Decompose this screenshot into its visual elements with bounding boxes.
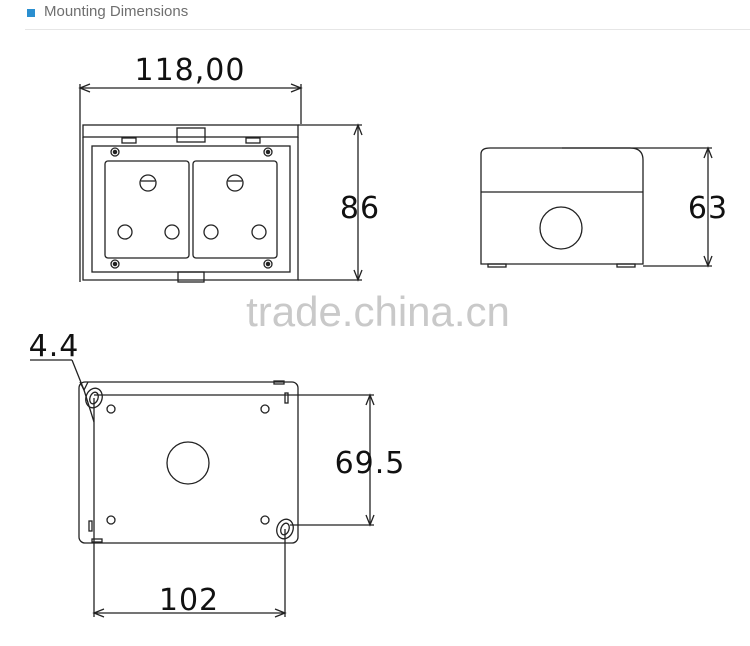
front-view: [78, 83, 363, 283]
hspace-arrow-right-icon: [274, 608, 287, 618]
hinge-right: [245, 137, 261, 144]
header-divider: [25, 29, 750, 30]
rear-view: [30, 359, 375, 618]
faceplate: [91, 145, 291, 273]
overall-width-label: 118,00: [135, 53, 246, 88]
side-foot-right: [616, 263, 636, 268]
side-foot-left: [487, 263, 507, 268]
mounting-hole-top-left: [85, 387, 103, 409]
lid-top-strip: [82, 124, 299, 138]
section-bullet-icon: [27, 9, 35, 17]
socket-pin-icon: [203, 224, 219, 240]
rear-screw-icon: [260, 515, 270, 525]
rear-screw-icon: [106, 404, 116, 414]
socket-left: [104, 160, 190, 259]
rear-screw-icon: [106, 515, 116, 525]
socket-right: [192, 160, 278, 259]
side-arrow-bottom-icon: [703, 255, 713, 268]
hole-diameter-label: 4.4: [29, 329, 80, 364]
width-arrow-right-icon: [290, 83, 303, 93]
socket-pin-icon: [117, 224, 133, 240]
lid-latch: [176, 127, 206, 143]
vspace-arrow-top-icon: [365, 393, 375, 406]
socket-earth-pin-icon: [139, 174, 157, 192]
rear-body-outline: [78, 381, 299, 544]
faceplate-screw-icon: [110, 259, 120, 269]
height-arrow-top-icon: [353, 123, 363, 136]
faceplate-screw-icon: [263, 147, 273, 157]
faceplate-screw-icon: [263, 259, 273, 269]
front-height-label: 86: [340, 191, 380, 226]
side-view: [480, 146, 713, 268]
socket-pin-icon: [164, 224, 180, 240]
socket-earth-pin-icon: [226, 174, 244, 192]
section-header: Mounting Dimensions: [0, 0, 750, 30]
front-body-outline: [82, 137, 299, 281]
vertical-spacing-label: 69.5: [335, 446, 406, 481]
faceplate-screw-icon: [110, 147, 120, 157]
side-arrow-top-icon: [703, 146, 713, 159]
vspace-arrow-bottom-icon: [365, 514, 375, 527]
side-height-label: 63: [688, 191, 728, 226]
rear-cable-knockout: [166, 441, 210, 485]
section-title: Mounting Dimensions: [44, 3, 189, 20]
horizontal-spacing-label: 102: [159, 583, 219, 618]
watermark-logo: trade.china.cn: [246, 288, 510, 335]
mounting-hole-bottom-right: [276, 518, 294, 540]
side-cable-entry: [539, 206, 583, 250]
width-arrow-left-icon: [78, 83, 91, 93]
rear-screw-icon: [260, 404, 270, 414]
height-arrow-bottom-icon: [353, 269, 363, 282]
side-body-outline: [480, 147, 644, 265]
hinge-left: [121, 137, 137, 144]
hspace-arrow-left-icon: [92, 608, 105, 618]
bottom-gland: [177, 271, 205, 283]
socket-pin-icon: [251, 224, 267, 240]
